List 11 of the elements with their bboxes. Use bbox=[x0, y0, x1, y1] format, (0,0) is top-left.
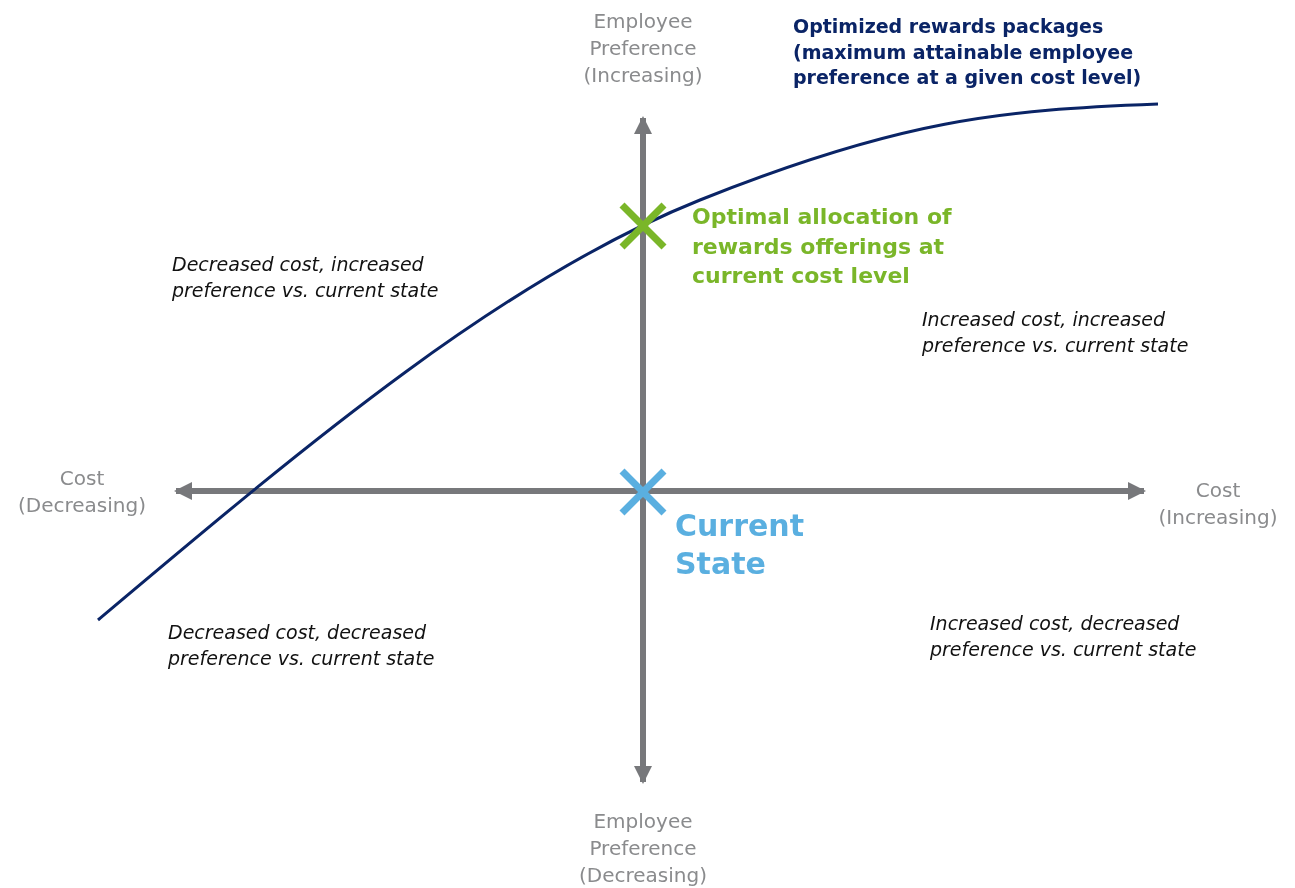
axis-label: Employee Preference (Decreasing) bbox=[578, 808, 708, 888]
axis-label: Cost (Increasing) bbox=[1157, 477, 1279, 531]
quadrant-label: Increased cost, increased preference vs. current state bbox=[922, 307, 1190, 358]
quadrant-label: Increased cost, decreased preference vs. current state bbox=[930, 611, 1198, 662]
quadrant-label: Decreased cost, decreased preference vs. current state bbox=[168, 620, 436, 671]
curve-label: Optimized rewards packages (maximum attainable employee preference at a given cost level) bbox=[793, 14, 1143, 91]
axis-label: Cost (Decreasing) bbox=[17, 465, 147, 519]
annotation: Current State bbox=[675, 507, 805, 582]
axis-label: Employee Preference (Increasing) bbox=[582, 8, 704, 89]
quadrant-label: Decreased cost, increased preference vs. current state bbox=[172, 252, 440, 303]
annotation: Optimal allocation of rewards offerings at current cost level bbox=[692, 203, 953, 291]
